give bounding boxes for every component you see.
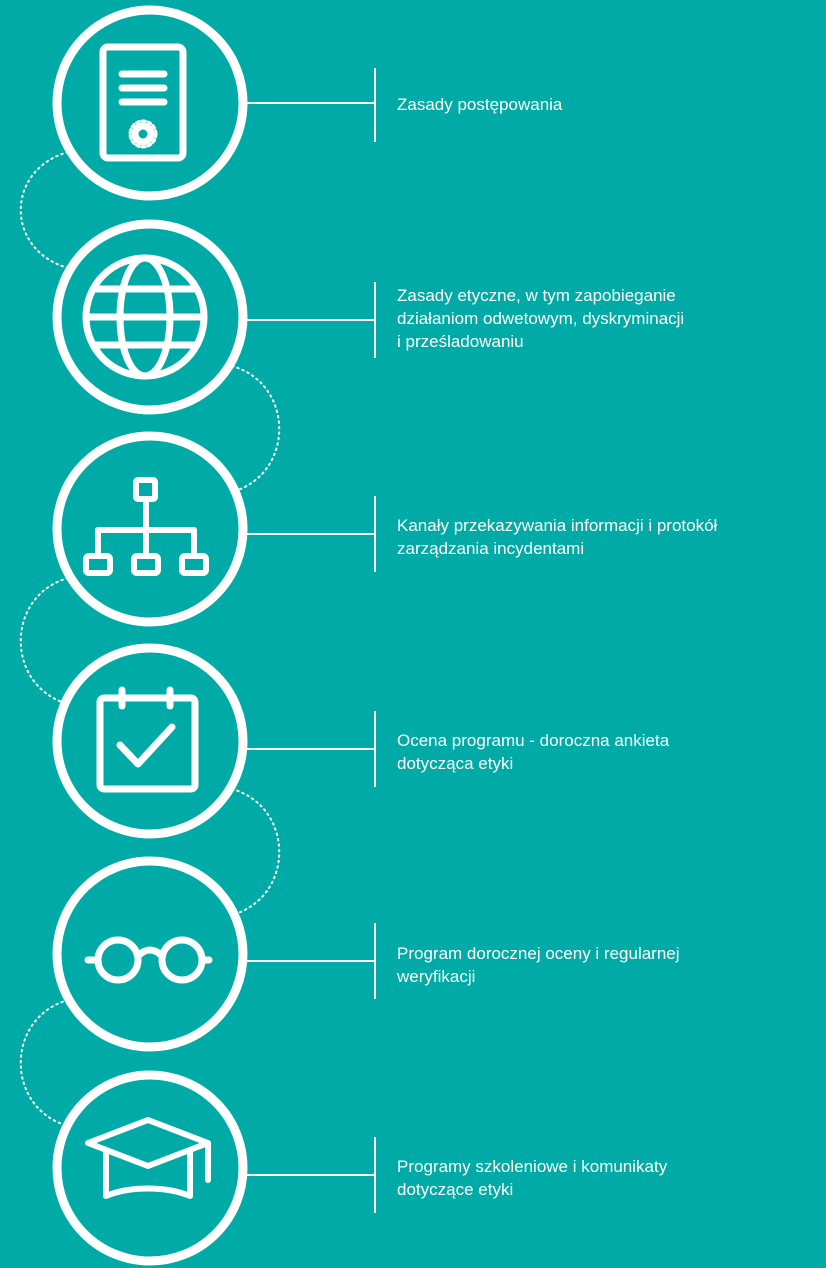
connector-3-4 [19,577,69,705]
certificate-document-icon [99,43,187,162]
step-label-1: Zasady postępowania [397,95,563,114]
graduation-cap-icon [85,1117,211,1199]
calendar-check-icon [96,686,199,793]
step-circle-3 [52,431,248,627]
step-circle-2 [52,219,248,415]
step-label-4: Ocena programu - doroczna ankieta dotycz… [397,731,670,773]
org-chart-icon [83,477,209,576]
connector-1-2 [19,151,69,269]
globe-icon [82,254,208,380]
step-label-5: Program dorocznej oceny i regularnej wer… [397,944,680,986]
step-label-6: Programy szkoleniowe i komunikaty dotycz… [397,1157,668,1199]
glasses-icon [84,936,213,984]
step-circle-6 [52,1070,248,1266]
connector-4-5 [231,788,281,916]
step-circle-5 [52,856,248,1052]
connector-2-3 [231,365,281,493]
step-circle-4 [52,643,248,839]
step-label-3: Kanały przekazywania informacji i protok… [397,516,718,558]
step-label-2: Zasady etyczne, w tym zapobieganie dział… [397,286,685,351]
connector-5-6 [19,999,69,1127]
